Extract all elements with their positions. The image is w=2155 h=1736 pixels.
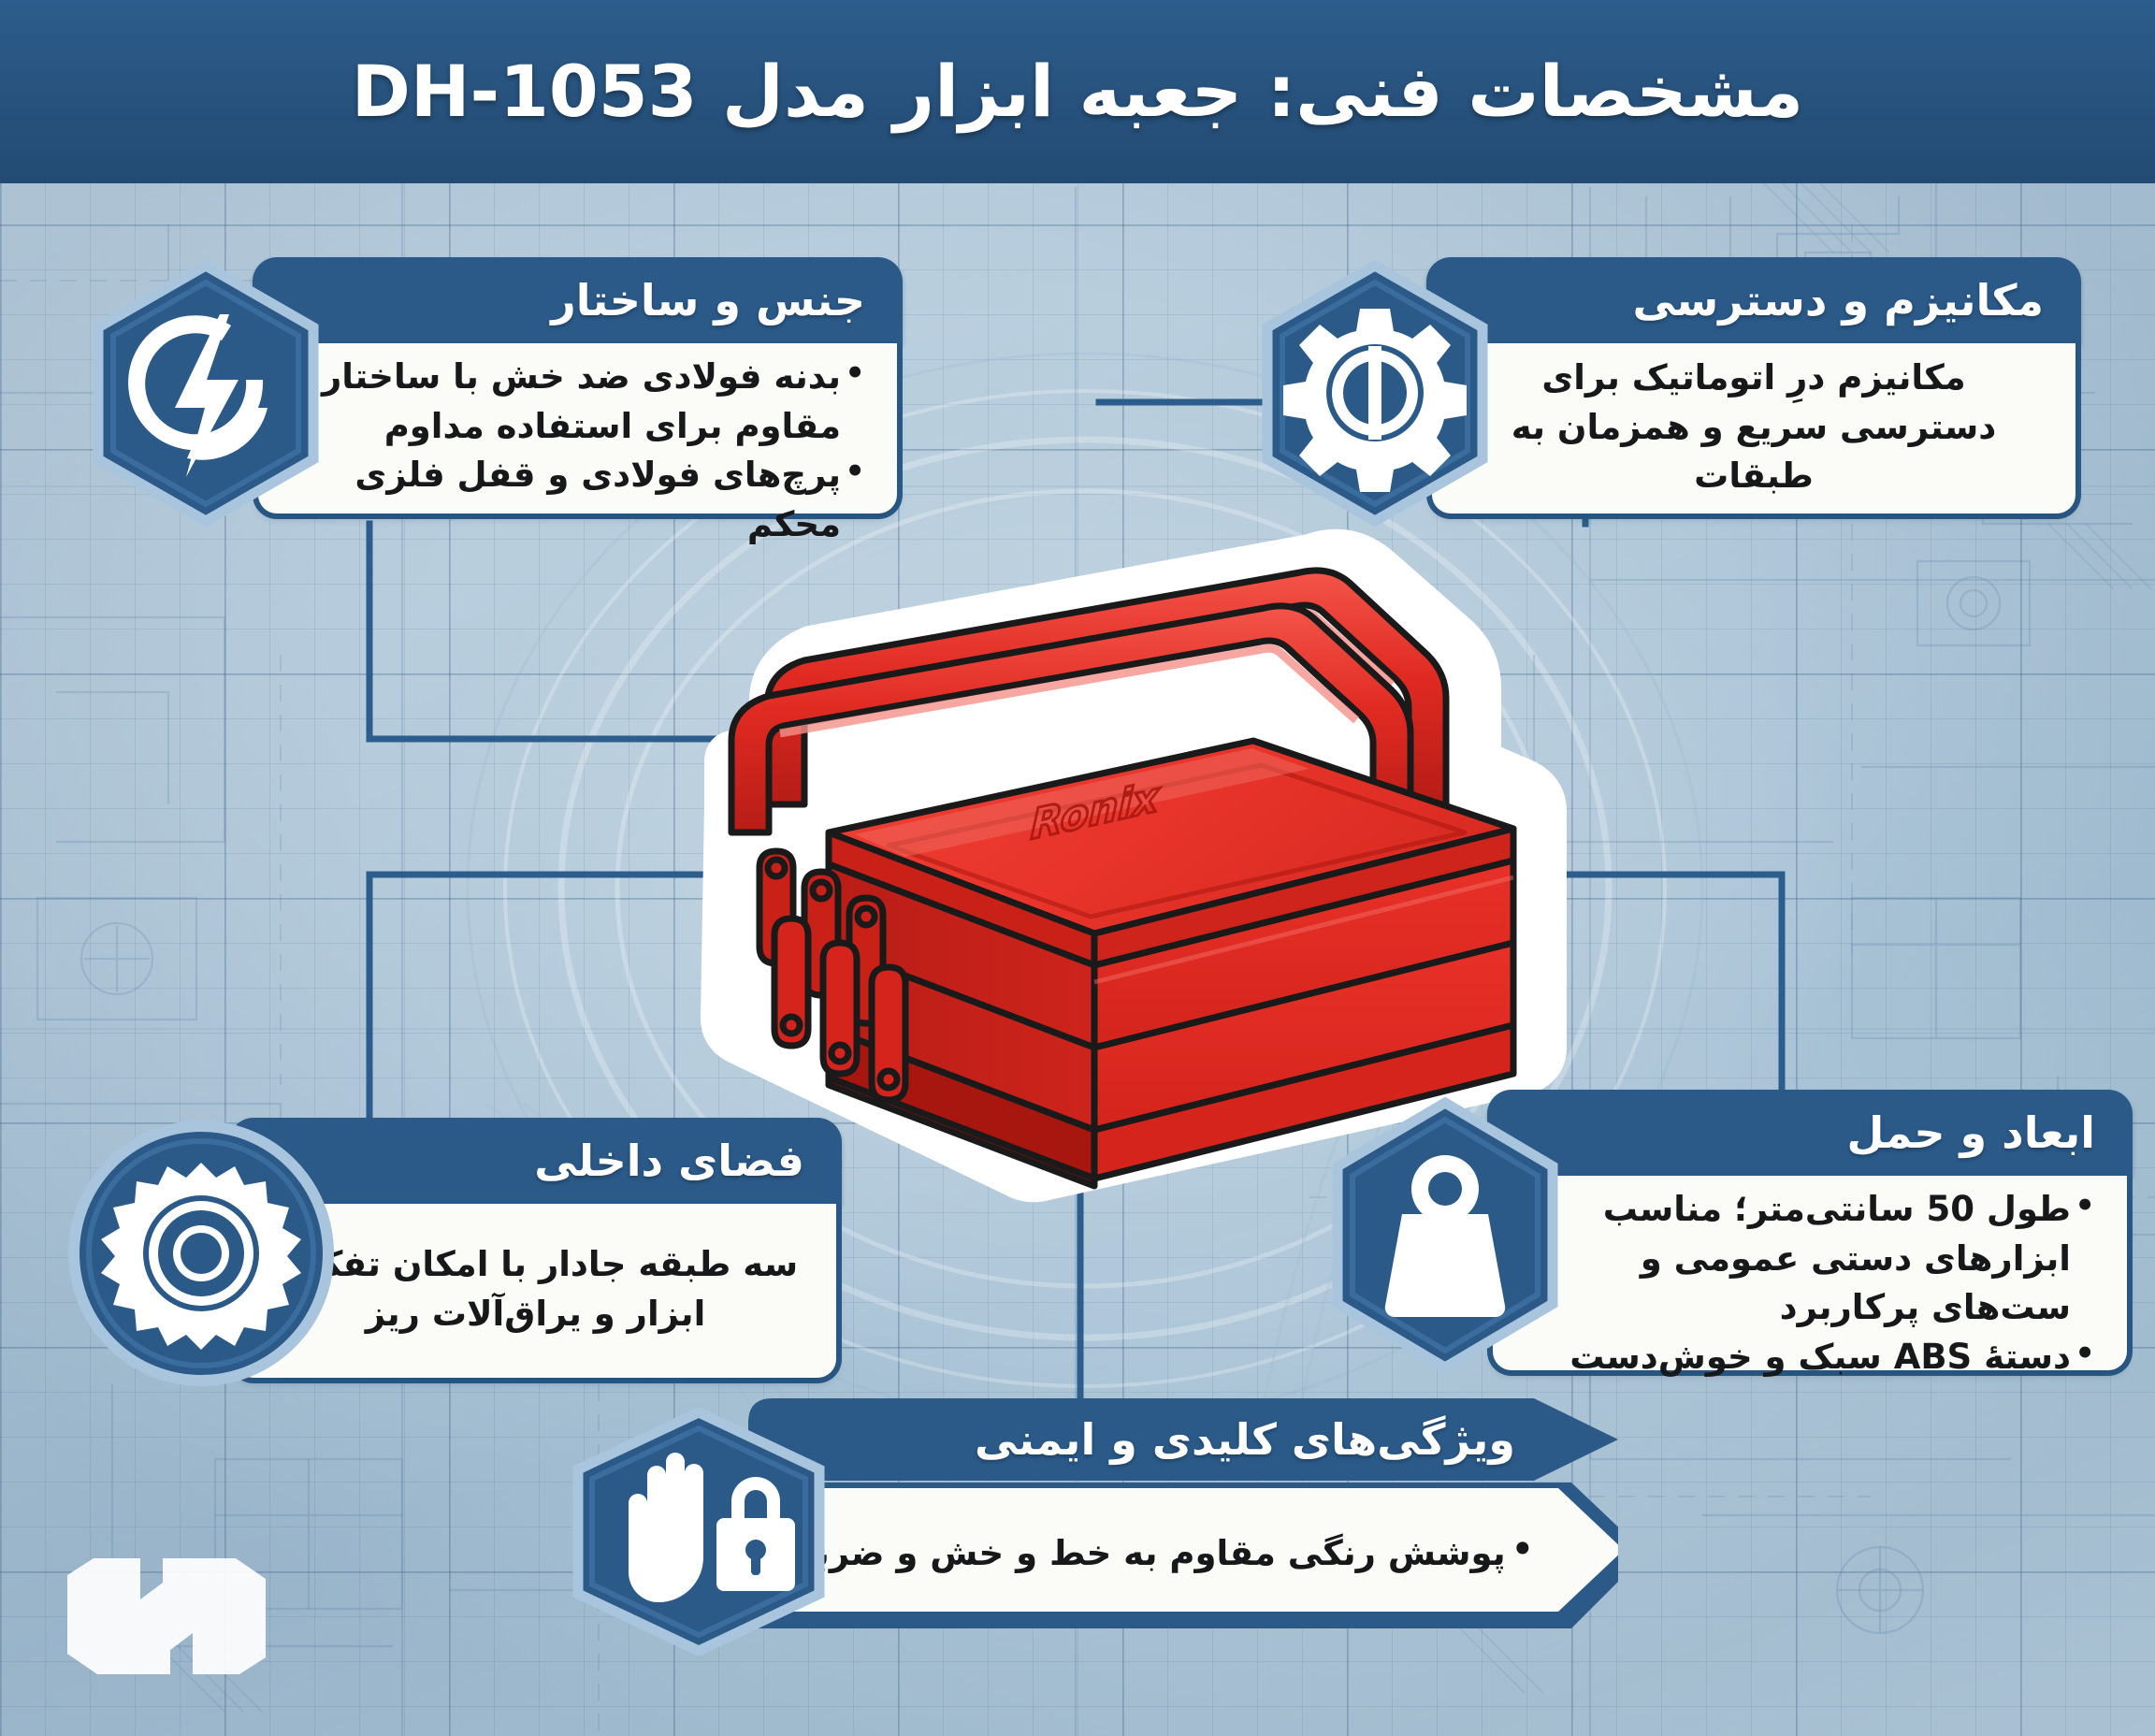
card-body-internal-space: سه طبقه جادار با امکان تفکیک ابزار و یرا… xyxy=(235,1204,836,1378)
connector-material-structure xyxy=(366,520,850,743)
card-title-key-features-safety: ویژگی‌های کلیدی و ایمنی xyxy=(748,1398,1515,1481)
list-item: دستۀ ABS سبک و خوش‌دست xyxy=(1525,1331,2095,1382)
lightning-bolt-icon xyxy=(128,314,268,477)
card-internal-space: فضای داخلی سه طبقه جادار با امکان تفکیک … xyxy=(65,1118,842,1398)
badge-key-features-safety xyxy=(571,1408,828,1656)
card-title-text: مکانیزم و دسترسی xyxy=(1632,275,2044,326)
card-title-text: فضای داخلی xyxy=(534,1136,804,1186)
card-body-mechanism-access: مکانیزم درِ اتوماتیک برای دسترسی سریع و … xyxy=(1432,343,2075,514)
card-key-features-safety: ویژگی‌های کلیدی و ایمنی • پوشش رنگی مقاو… xyxy=(571,1398,1618,1665)
card-title-dimensions-carrying: ابعاد و حمل xyxy=(1487,1090,2133,1176)
connector-internal-space xyxy=(366,871,850,1173)
hand-icon xyxy=(629,1453,703,1602)
header-bar: مشخصات فنی: جعبه ابزار مدل DH-1053 xyxy=(0,0,2155,183)
card-title-material-structure: جنس و ساختار xyxy=(253,257,903,343)
card-title-internal-space: فضای داخلی xyxy=(229,1118,842,1204)
toolbox-cantilever-links xyxy=(756,847,909,1104)
badge-dimensions-carrying xyxy=(1328,1097,1562,1373)
nn-logo xyxy=(67,1558,266,1674)
list-item: بدنه فولادی ضد خش با ساختار مقاوم برای ا… xyxy=(290,351,865,451)
card-body-text: پوشش رنگی مقاوم به خط و خش و ضربه xyxy=(795,1532,1506,1573)
toolbox-illustration: Ronix xyxy=(655,524,1571,1216)
card-dimensions-carrying: ابعاد و حمل طول 50 سانتی‌متر؛ مناسب ابزا… xyxy=(1328,1090,2133,1389)
saw-blade-icon xyxy=(101,1163,301,1350)
card-title-text: ویژگی‌های کلیدی و ایمنی xyxy=(975,1414,1515,1465)
weight-icon xyxy=(1384,1155,1506,1318)
lock-icon xyxy=(716,1477,795,1591)
badge-material-structure xyxy=(89,260,323,527)
card-material-structure: جنس و ساختار بدنه فولادی ضد خش با ساختار… xyxy=(89,257,903,544)
card-title-text: ابعاد و حمل xyxy=(1846,1107,2095,1158)
card-mechanism-access: مکانیزم و دسترسی مکانیزم درِ اتوماتیک بر… xyxy=(1258,257,2081,528)
card-body-dimensions-carrying: طول 50 سانتی‌متر؛ مناسب ابزارهای دستی عم… xyxy=(1493,1176,2127,1377)
list-item: پرچ‌های فولادی و قفل فلزی محکم xyxy=(290,449,865,549)
list-item: طول 50 سانتی‌متر؛ مناسب ابزارهای دستی عم… xyxy=(1525,1183,2095,1333)
card-key-features-shape xyxy=(748,1398,1618,1628)
card-title-mechanism-access: مکانیزم و دسترسی xyxy=(1426,257,2081,343)
card-body-text: سه طبقه جادار با امکان تفکیک ابزار و یرا… xyxy=(272,1244,799,1334)
card-title-text: جنس و ساختار xyxy=(551,275,865,326)
page-title: مشخصات فنی: جعبه ابزار مدل DH-1053 xyxy=(351,50,1804,134)
gear-icon xyxy=(1283,309,1467,492)
card-body-material-structure: بدنه فولادی ضد خش با ساختار مقاوم برای ا… xyxy=(258,343,897,544)
badge-internal-space xyxy=(65,1118,337,1389)
badge-mechanism-access xyxy=(1258,260,1492,527)
card-body-text: مکانیزم درِ اتوماتیک برای دسترسی سریع و … xyxy=(1511,357,1997,497)
card-body-key-features-safety: • پوشش رنگی مقاوم به خط و خش و ضربه xyxy=(795,1528,1534,1573)
